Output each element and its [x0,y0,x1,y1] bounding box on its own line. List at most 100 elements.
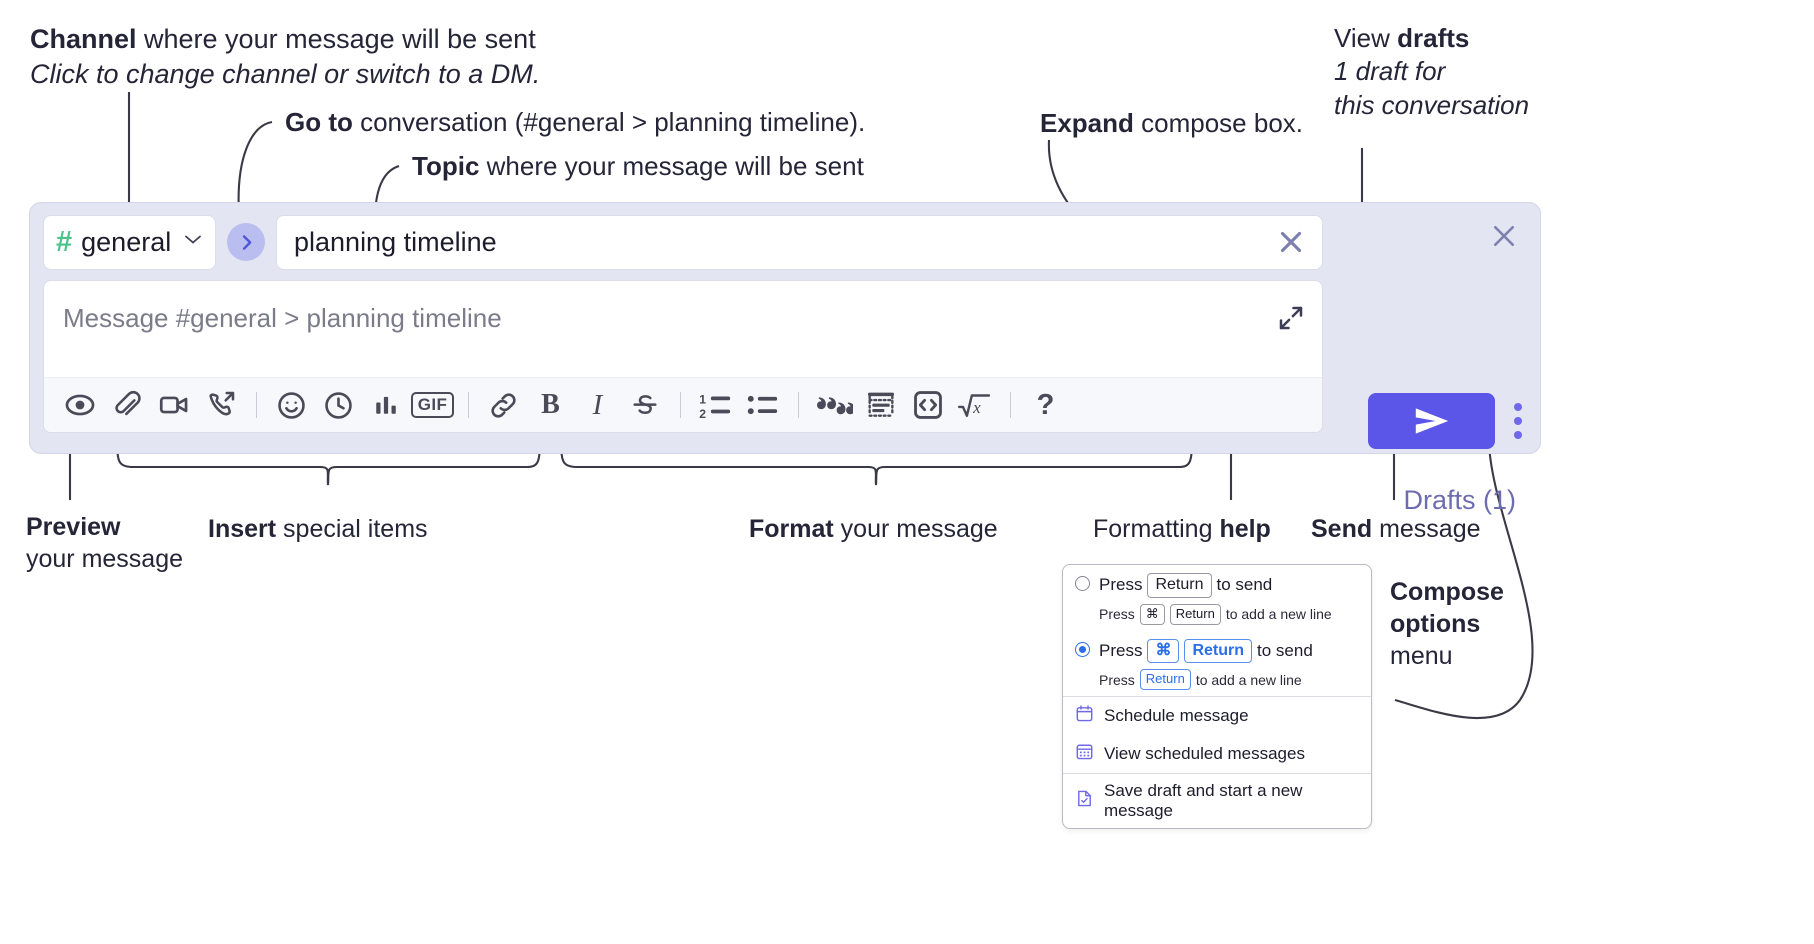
help-label: ? [1036,388,1055,421]
annotation-channel-bold: Channel [30,24,137,54]
italic-label: I [592,388,603,421]
compose-options-icon[interactable] [1514,403,1522,439]
send-button[interactable] [1368,393,1495,449]
annotation-insert-rest: special items [276,515,428,543]
menu-item-view-scheduled-messages[interactable]: View scheduled messages [1063,735,1371,773]
menu-item-label: View scheduled messages [1104,744,1305,764]
menu-item-schedule-message[interactable]: Schedule message [1063,697,1371,735]
annotation-send-bold: Send [1311,515,1373,543]
radio-option-return-to-send[interactable]: Press Return to send [1063,565,1371,600]
calendar-grid-icon [1075,742,1094,766]
annotation-drafts-italic1: 1 draft for [1334,56,1446,87]
annotation-compose-options: Compose options menu [1390,576,1590,672]
opt0-pre: Press [1099,575,1143,595]
gif-icon[interactable]: GIF [409,385,456,425]
reminder-icon[interactable] [315,385,362,425]
annotation-preview-rest: your message [26,545,184,573]
radio-icon-selected[interactable] [1075,641,1090,657]
separator-3 [668,385,692,425]
annotation-expand: Expand compose box. [1040,107,1303,140]
message-area: Message #general > planning timeline [43,280,1323,433]
annotation-channel-rest: where your message will be sent [136,24,536,54]
save-draft-icon [1075,789,1094,813]
key-return-sub-1: Return [1139,669,1191,691]
compose-header-row: # general planning timeline [43,214,1323,270]
svg-text:2: 2 [699,407,706,421]
annotation-drafts: View drafts 1 draft for this conversatio… [1334,22,1529,122]
annotation-insert: Insert special items [208,513,428,545]
annotation-send: Send message [1311,513,1481,545]
menu-item-save-draft[interactable]: Save draft and start a new message [1063,774,1371,828]
inline-code-icon[interactable] [904,385,951,425]
strikethrough-icon[interactable] [621,385,668,425]
opt1-sub-pre: Press [1099,671,1135,688]
topic-input[interactable]: planning timeline [276,214,1323,270]
opt0-sub-pre: Press [1099,606,1135,623]
bold-icon[interactable]: B [527,385,574,425]
key-return-main: Return [1184,638,1253,664]
expand-icon[interactable] [1276,303,1306,338]
annotation-insert-bold: Insert [208,515,277,543]
formatting-toolbar: GIF B I [44,377,1322,432]
annotation-channel-italic: Click to change channel or switch to a D… [30,58,541,89]
radio-option-sub-0: Press ⌘ Return to add a new line [1063,600,1371,631]
compose-box: Drafts (1) # general [29,202,1541,515]
audio-clip-icon[interactable] [197,385,244,425]
video-clip-icon[interactable] [150,385,197,425]
radio-option-main-1: Press ⌘ Return to send [1099,638,1313,664]
opt1-sub-post: to add a new line [1195,671,1302,688]
close-icon[interactable] [1489,221,1519,256]
opt1-pre: Press [1099,641,1143,661]
calendar-icon [1075,704,1094,728]
radio-icon-unselected[interactable] [1075,576,1090,591]
separator-5 [998,385,1022,425]
menu-item-label: Save draft and start a new message [1104,781,1303,821]
compose-options-menu: Press Return to send Press ⌘ Return to a… [1062,564,1372,830]
separator-4 [786,385,810,425]
annotation-compose-bold: Compose options [1390,578,1504,638]
annotation-preview: Preview your message [26,511,183,575]
separator-1 [244,385,268,425]
go-to-conversation-button[interactable] [227,223,265,261]
key-return-sub: Return [1169,603,1221,625]
annotation-help: Formatting help [1093,513,1271,545]
blockquote-icon[interactable] [810,385,857,425]
opt0-post: to send [1216,575,1273,595]
key-cmd: ⌘ [1139,603,1165,625]
menu-item-label: Schedule message [1104,706,1249,726]
math-icon[interactable]: x [951,385,998,425]
channel-selector[interactable]: # general [43,214,216,270]
gif-label: GIF [410,392,455,419]
separator-2 [456,385,480,425]
annotation-help-plain: Formatting [1093,515,1220,543]
attachment-icon[interactable] [103,385,150,425]
opt1-post: to send [1257,641,1313,661]
radio-option-cmd-return-to-send[interactable]: Press ⌘ Return to send [1063,631,1371,666]
annotation-topic-bold: Topic [412,151,480,181]
annotation-send-rest: message [1372,515,1481,543]
preview-icon[interactable] [56,385,103,425]
opt0-sub-post: to add a new line [1225,606,1332,623]
annotation-format-rest: your message [833,515,998,543]
formatting-help-icon[interactable]: ? [1022,385,1069,425]
link-icon[interactable] [480,385,527,425]
italic-icon[interactable]: I [574,385,621,425]
annotation-goto-rest: conversation (#general > planning timeli… [352,107,866,137]
emoji-icon[interactable] [268,385,315,425]
annotation-format-bold: Format [749,515,834,543]
poll-icon[interactable] [362,385,409,425]
svg-text:1: 1 [699,393,706,407]
clear-topic-icon[interactable] [1274,225,1308,259]
topic-value: planning timeline [294,226,497,257]
drafts-link[interactable]: Drafts (1) [1403,485,1516,515]
annotation-channel: Channel where your message will be sent … [30,22,540,91]
annotation-goto-bold: Go to [285,107,353,137]
bold-label: B [541,389,560,421]
annotation-goto: Go to conversation (#general > planning … [285,106,865,139]
message-input[interactable]: Message #general > planning timeline [63,303,502,333]
key-cmd-main: ⌘ [1147,638,1180,664]
code-block-icon[interactable] [857,385,904,425]
bulleted-list-icon[interactable] [739,385,786,425]
